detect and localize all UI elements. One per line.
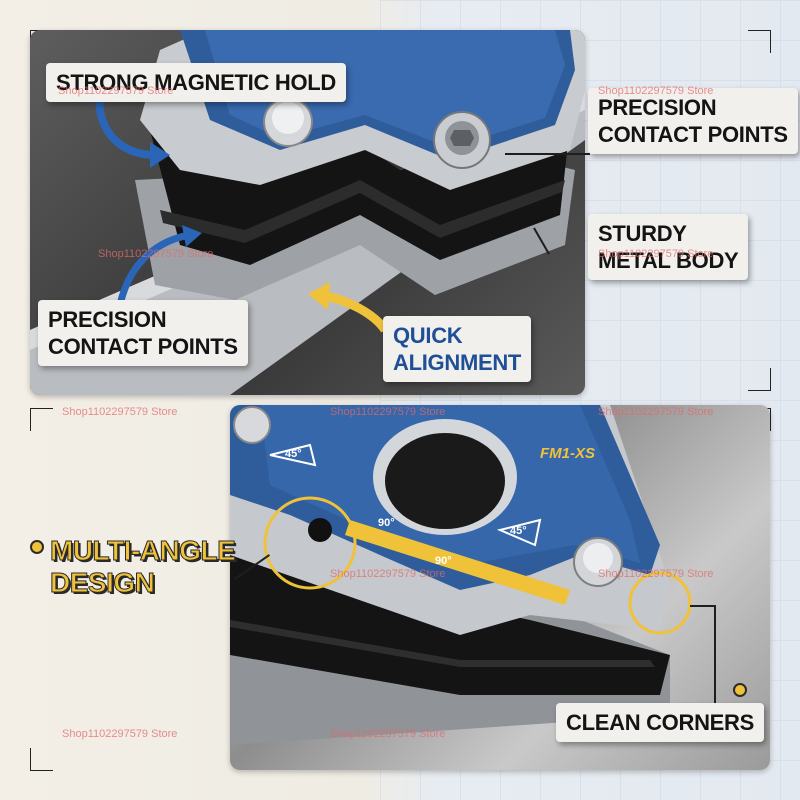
bottom-product-photo: 45° 45° 90° 90° FM1-XS (230, 405, 770, 770)
watermark: Shop1102297579 Store (62, 406, 178, 418)
quick-alignment-label: QUICK ALIGNMENT (383, 316, 532, 382)
bullet-dot (733, 683, 747, 697)
label-text: PRECISION (48, 307, 167, 332)
corner-mark (748, 30, 771, 53)
label-text: CONTACT POINTS (598, 122, 788, 147)
label-text: STRONG MAGNETIC HOLD (56, 70, 336, 95)
label-text: QUICK (393, 323, 463, 348)
angle-45-label: 45° (510, 525, 527, 537)
label-text: ALIGNMENT (393, 350, 522, 375)
label-text: STURDY (598, 221, 687, 246)
watermark: Shop1102297579 Store (330, 406, 446, 418)
watermark: Shop1102297579 Store (598, 85, 714, 97)
watermark: Shop1102297579 Store (598, 248, 714, 260)
angle-45-label: 45° (285, 448, 302, 460)
clean-corners-label: CLEAN CORNERS (556, 703, 764, 742)
watermark: Shop1102297579 Store (58, 85, 174, 97)
model-label: FM1-XS (540, 445, 596, 462)
corner-mark (748, 368, 771, 391)
watermark: Shop1102297579 Store (330, 568, 446, 580)
magnet-bottom-illustration (230, 405, 692, 745)
precision-contact-label-top: PRECISION CONTACT POINTS (588, 88, 798, 154)
label-text: DESIGN (49, 567, 155, 599)
watermark: Shop1102297579 Store (62, 728, 178, 740)
strong-magnetic-hold-label: STRONG MAGNETIC HOLD (46, 63, 346, 102)
label-text: MULTI-ANGLE (49, 535, 236, 567)
bullet-dot (30, 540, 44, 554)
angle-90-label: 90° (435, 555, 452, 567)
label-text: CONTACT POINTS (48, 334, 238, 359)
watermark: Shop1102297579 Store (330, 728, 446, 740)
watermark: Shop1102297579 Store (98, 248, 214, 260)
sturdy-metal-body-label: STURDY METAL BODY (588, 214, 749, 280)
angle-90-label: 90° (378, 517, 395, 529)
watermark: Shop1102297579 Store (598, 568, 714, 580)
watermark: Shop1102297579 Store (598, 406, 714, 418)
corner-mark (30, 408, 53, 431)
leader-line (714, 605, 716, 705)
leader-line (505, 153, 590, 155)
label-text: PRECISION (598, 95, 717, 120)
precision-contact-label-left: PRECISION CONTACT POINTS (38, 300, 248, 366)
corner-mark (30, 748, 53, 771)
multi-angle-design-label: MULTI-ANGLE DESIGN (49, 535, 236, 599)
leader-line (690, 605, 714, 607)
label-text: METAL BODY (598, 248, 739, 273)
label-text: CLEAN CORNERS (566, 710, 754, 735)
